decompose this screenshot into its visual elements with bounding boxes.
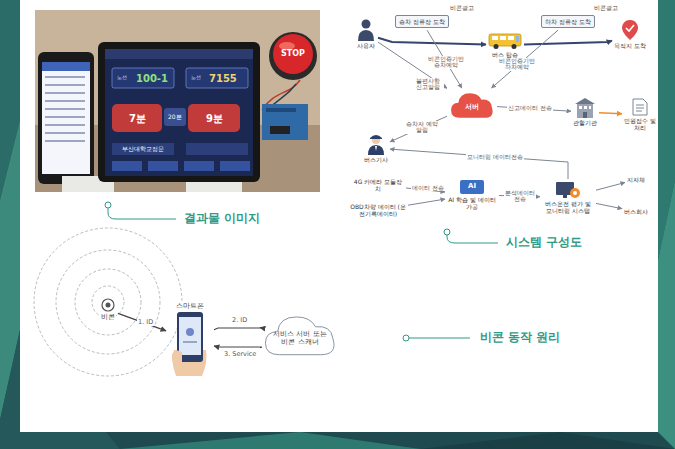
edge-label: 불편사항 신고알림 [412, 78, 444, 91]
connector [408, 199, 445, 205]
edge-label: 데이터 전송 [411, 185, 445, 191]
connector [599, 113, 622, 114]
result-photo [35, 10, 320, 192]
node-text: 4G 카메라 모듈장치 [352, 178, 404, 192]
doc-icon [624, 98, 656, 116]
monitoring-node: 버스운전 평가 및 모니터링 시스템 [542, 181, 594, 214]
node-text: OBD차량 데이터 (운전기록데이터) [350, 203, 406, 217]
pin-icon [614, 19, 646, 41]
driver-node: 버스기사 [364, 133, 388, 163]
beacon-range [34, 228, 182, 376]
caption: 결과물 이미지 [184, 212, 260, 225]
server-cloud: 서버 [449, 90, 495, 120]
beacon-icon [100, 298, 116, 312]
phone-icon [168, 310, 212, 376]
connector [524, 41, 612, 45]
node-text: 스마트폰 [168, 302, 212, 310]
edge-label: 비콘인증기반 승차예약 [425, 56, 467, 69]
agency-node: 지자체 [627, 176, 645, 183]
edge-label: 2. ID [231, 317, 248, 324]
connector [118, 313, 166, 331]
person-icon [356, 19, 376, 41]
agency-node: 관할기관 [573, 98, 597, 126]
screen-text: 20분 [168, 114, 182, 121]
edge-label: 1. ID [137, 319, 154, 326]
driver-icon [364, 133, 388, 155]
screen-text: 7분 [129, 113, 146, 124]
node-text: 지자체 [627, 176, 645, 183]
complaint-node: 민원접수 및 처리 [624, 98, 656, 131]
screen-text: 9분 [206, 113, 223, 124]
note-label: 비콘광고 [450, 5, 474, 11]
connector [390, 116, 447, 142]
frame-facet [420, 432, 675, 449]
node-text: 버스기사 [364, 156, 388, 163]
camera-node: 4G 카메라 모듈장치 [352, 178, 404, 192]
screen-text: 부산대학교정문 [122, 146, 164, 153]
node-text: 비콘 [100, 313, 116, 321]
white-panel [20, 0, 658, 432]
bus-icon [488, 32, 522, 50]
node-text: 사용자 [356, 42, 376, 49]
stop-box: 승차 정류장 도착 [395, 15, 449, 28]
caption: 비콘 동작 원리 [480, 331, 560, 344]
connector [596, 203, 622, 208]
node-text: 민원접수 및 처리 [624, 117, 656, 131]
bus-node: 버스 탑승 [488, 32, 522, 58]
building-icon [573, 98, 597, 118]
node-text: 목적지 도착 [614, 42, 646, 49]
stop-box: 하차 정류장 도착 [541, 15, 595, 28]
edge-label: 비콘인증기반 하차예약 [496, 58, 538, 71]
edge-label: 승차자 예약 알림 [403, 121, 441, 134]
edge-label: 모니터링 데이터전송 [466, 154, 524, 160]
service-cloud: 서비스 서버 또는 비콘 스캐너 [262, 312, 338, 358]
caption: 시스템 구성도 [506, 236, 582, 249]
node-text: AI 학습 및 데이터 가공 [447, 196, 497, 210]
connector [214, 328, 262, 330]
node-text: 승차 정류장 도착 [399, 18, 445, 25]
connector [390, 149, 568, 179]
gear-icon [542, 181, 594, 199]
obd-node: OBD차량 데이터 (운전기록데이터) [350, 203, 406, 217]
connector [596, 183, 625, 191]
company-node: 버스회사 [624, 208, 648, 215]
node-text: 관할기관 [573, 119, 597, 126]
screen-text: 100-1 [136, 73, 168, 84]
node-text: 버스운전 평가 및 모니터링 시스템 [542, 200, 594, 214]
edge-label: 신고데이터 전송 [507, 105, 553, 111]
node-text: 서비스 서버 또는 비콘 스캐너 [262, 322, 338, 349]
beacon-node: 비콘 [100, 298, 116, 321]
screen-text: 노선 [117, 75, 127, 81]
edge-label: 분석데이터 전송 [504, 190, 536, 203]
smartphone-node: 스마트폰 [168, 302, 212, 377]
destination-node: 목적지 도착 [614, 19, 646, 49]
icon-label: AI [468, 183, 476, 191]
node-text: 하차 정류장 도착 [545, 18, 591, 25]
frame-facet [120, 432, 420, 449]
button-text: STOP [281, 50, 305, 59]
user-node: 사용자 [356, 19, 376, 49]
note-label: 비콘광고 [594, 5, 618, 11]
connector [492, 30, 559, 88]
edge-label: 3. Service [223, 351, 257, 358]
node-text: 서버 [465, 98, 479, 111]
node-text: 버스회사 [624, 208, 648, 215]
screen-text: 노선 [191, 75, 201, 81]
connector [214, 346, 262, 348]
frame-facet [658, 180, 675, 449]
screen-text: 7155 [209, 73, 237, 84]
